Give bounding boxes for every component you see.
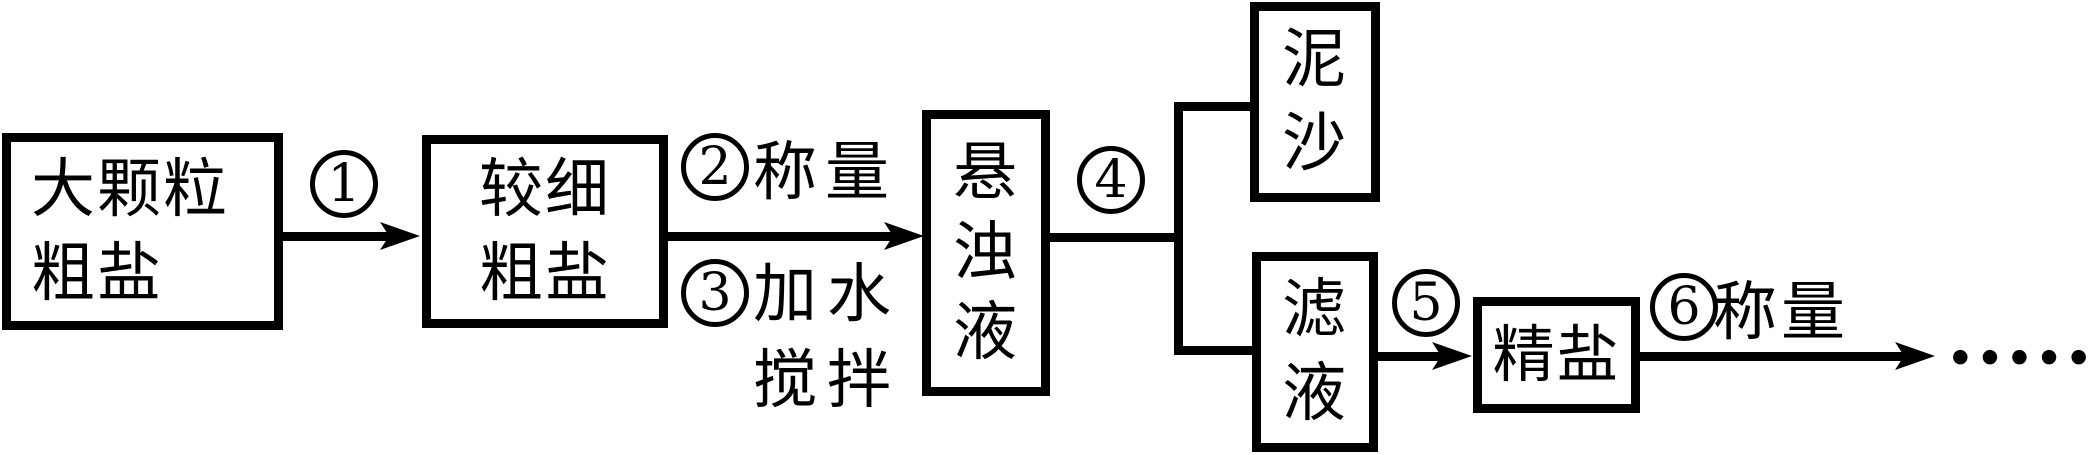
node-label-refined-salt: 精盐	[1492, 318, 1621, 391]
step-5-number: 5	[1409, 273, 1443, 333]
step-6-label: 称量	[1713, 276, 1849, 350]
node-box-filtrate: 滤 液	[1252, 252, 1378, 452]
node-label-coarse-salt-fine: 较细 粗盐	[479, 152, 611, 311]
step-4-badge: 4	[1077, 146, 1145, 214]
step-6-number: 6	[1667, 277, 1701, 337]
step-3-number: 3	[698, 263, 732, 323]
flow-line-step23	[664, 232, 894, 241]
branch-line-sediment	[1174, 102, 1254, 111]
step-6-badge: 6	[1650, 273, 1718, 341]
node-label-filtrate: 滤 液	[1282, 273, 1348, 431]
arrowhead-icon	[1432, 342, 1472, 370]
arrowhead-icon	[884, 222, 924, 250]
step-3-label: 加水 搅拌	[753, 258, 901, 418]
node-box-suspension: 悬 浊 液	[922, 110, 1050, 396]
flow-line-step5	[1374, 352, 1446, 361]
flow-line-step1	[278, 232, 390, 241]
node-label-sediment: 泥 沙	[1282, 23, 1348, 181]
branch-bracket-vertical	[1174, 102, 1183, 355]
node-box-refined-salt: 精盐	[1473, 297, 1640, 413]
arrowhead-icon	[380, 222, 420, 250]
step-2-badge: 2	[681, 133, 749, 201]
step-1-number: 1	[327, 154, 361, 214]
node-box-coarse-salt-fine: 较细 粗盐	[422, 135, 668, 328]
branch-line-filtrate	[1174, 346, 1256, 355]
arrowhead-icon	[1895, 342, 1935, 370]
step-2-number: 2	[698, 137, 732, 197]
flow-line-step4	[1046, 233, 1183, 242]
node-label-suspension: 悬 浊 液	[953, 136, 1019, 370]
node-box-coarse-salt-large: 大颗粒 粗盐	[2, 133, 283, 330]
step-3-badge: 3	[681, 259, 749, 327]
step-5-badge: 5	[1392, 269, 1460, 337]
step-2-label: 称量	[753, 136, 897, 210]
flow-line-step6	[1636, 352, 1908, 361]
ellipsis-dots: ●●●●●●	[1952, 345, 2093, 367]
node-box-sediment: 泥 沙	[1250, 2, 1380, 202]
step-4-number: 4	[1094, 150, 1128, 210]
step-1-badge: 1	[310, 150, 378, 218]
node-label-coarse-salt-large: 大颗粒 粗盐	[31, 152, 229, 311]
